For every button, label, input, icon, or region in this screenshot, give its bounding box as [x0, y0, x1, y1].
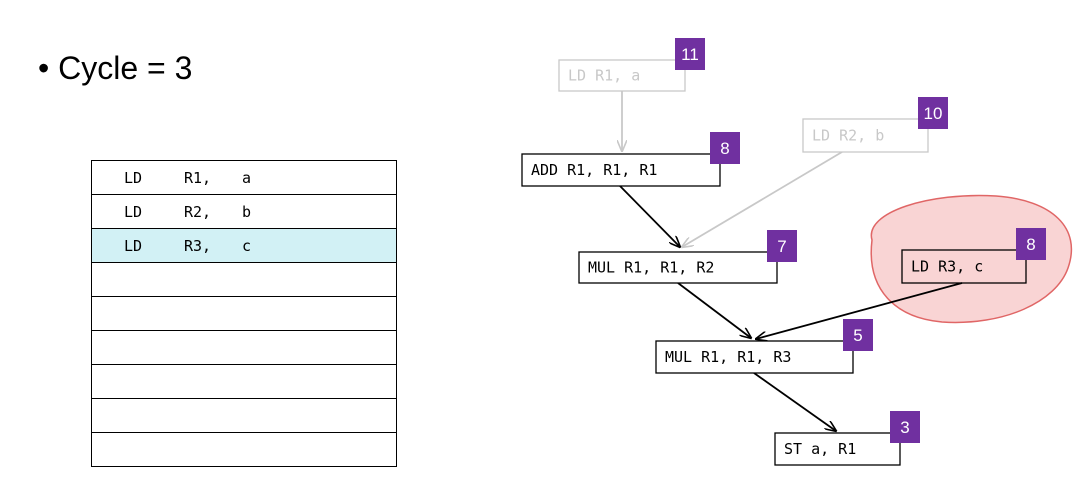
node-ld-r2: LD R2, b 10	[802, 97, 948, 153]
schedule-row	[91, 262, 397, 297]
instruction-arg2: c	[242, 237, 252, 255]
priority-value: 8	[1026, 235, 1035, 254]
instruction-arg1: R1,	[184, 169, 212, 187]
priority-value: 7	[777, 237, 786, 256]
priority-value: 11	[681, 45, 699, 64]
node-label: LD R2, b	[812, 127, 884, 145]
node-box	[558, 59, 686, 92]
instruction-opcode: LD	[124, 169, 143, 187]
instruction-arg2: b	[242, 203, 252, 221]
priority-badge	[890, 411, 920, 443]
node-ld-r3: LD R3, c 8	[901, 228, 1046, 284]
priority-value: 5	[853, 326, 862, 345]
instruction-arg1: R3,	[184, 237, 212, 255]
node-st: ST a, R1 3	[774, 411, 920, 466]
priority-value: 3	[900, 418, 909, 437]
cycle-bullet: • Cycle = 3	[38, 50, 193, 86]
schedule-cell	[91, 262, 397, 297]
node-label: ADD R1, R1, R1	[531, 161, 657, 179]
instruction-opcode: LD	[124, 203, 143, 221]
node-mul-r3: MUL R1, R1, R3 5	[655, 319, 873, 374]
node-label: ST a, R1	[784, 440, 856, 458]
priority-value: 8	[720, 139, 729, 158]
node-box	[578, 251, 778, 284]
node-ld-r1: LD R1, a 11	[558, 38, 705, 92]
node-add: ADD R1, R1, R1 8	[521, 132, 740, 187]
node-label: LD R1, a	[568, 67, 640, 85]
schedule-cell	[91, 432, 397, 467]
edge-mul-r3-to-st	[753, 372, 836, 431]
schedule-cell: LD R2, b	[91, 194, 397, 229]
node-box	[901, 249, 1027, 284]
schedule-row: LD R2, b	[91, 194, 397, 229]
instruction-opcode: LD	[124, 237, 143, 255]
node-label: LD R3, c	[911, 258, 983, 276]
priority-badge	[675, 38, 705, 70]
node-mul-r2: MUL R1, R1, R2 7	[578, 230, 797, 284]
node-box	[521, 153, 721, 187]
edge-mul-r2-to-mul-r3	[677, 282, 751, 338]
edge-add-to-mul-r2	[619, 185, 680, 247]
edge-ld-r2-to-mul-r2	[682, 151, 843, 247]
node-label: MUL R1, R1, R3	[665, 348, 791, 366]
schedule-row: LD R1, a	[91, 160, 397, 195]
priority-badge	[767, 230, 797, 262]
instruction-arg1: R2,	[184, 203, 212, 221]
node-box	[802, 118, 929, 153]
priority-value: 10	[924, 104, 943, 123]
schedule-row: LD R3, c	[91, 228, 397, 263]
priority-badge	[843, 319, 873, 351]
priority-badge	[710, 132, 740, 164]
schedule-cell: LD R1, a	[91, 160, 397, 195]
schedule-row	[91, 432, 397, 467]
node-box	[655, 340, 854, 374]
node-label: MUL R1, R1, R2	[588, 259, 714, 277]
edge-ld-r3-to-mul-r3	[756, 282, 963, 339]
priority-badge	[918, 97, 948, 129]
instruction-arg2: a	[242, 169, 252, 187]
schedule-cell: LD R3, c	[91, 228, 397, 263]
priority-badge	[1016, 228, 1046, 260]
node-box	[774, 432, 901, 466]
highlight-circle	[870, 194, 1073, 324]
